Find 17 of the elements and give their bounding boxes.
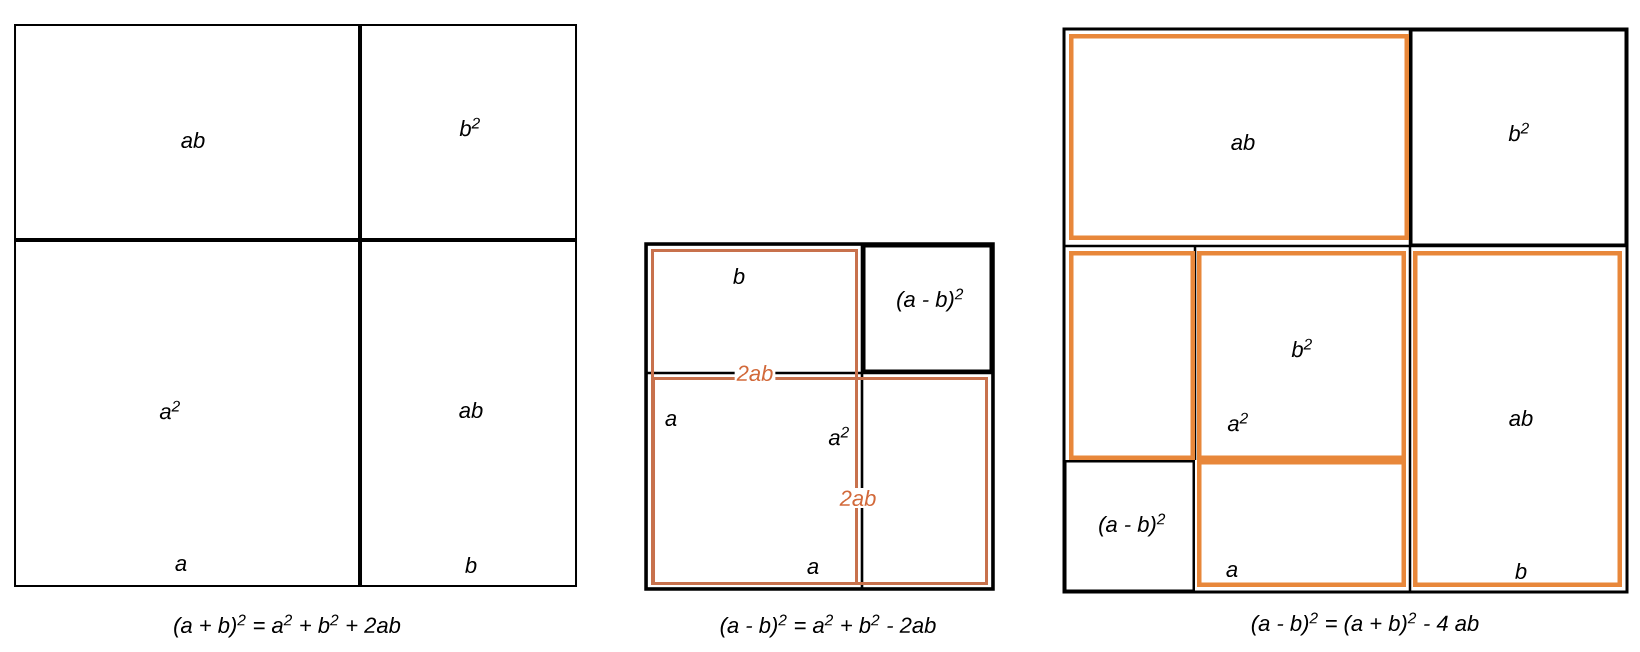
area-cell: ab b (360, 240, 577, 587)
highlight-rectangle: ab (1069, 34, 1409, 240)
area-cell: (a - b)$^{2}$ (1064, 460, 1195, 592)
highlight-rectangle: b$^{2}$ a$^{2}$ (1197, 251, 1406, 460)
highlight-rectangle (1069, 251, 1195, 460)
highlight-rectangle: a (1197, 460, 1406, 587)
formula-caption: (a - b)$^{2}$ = (a + b)$^{2}$ - 4 ab (1251, 612, 1479, 636)
area-label: 2ab (734, 362, 776, 384)
area-cell: b$^{2}$ (1410, 29, 1627, 246)
area-cell: (a - b)$^{2}$ (862, 244, 993, 373)
highlight-rectangle: ab b (1413, 251, 1622, 587)
formula-caption: (a - b)$^{2}$ = a$^{2}$ + b$^{2}$ - 2ab (720, 614, 936, 638)
area-cell: ab (14, 24, 360, 240)
formula-caption: (a + b)$^{2}$ = a$^{2}$ + b$^{2}$ + 2ab (174, 614, 401, 638)
area-cell: a$^{2}$ a (14, 240, 360, 587)
area-label: 2ab (837, 487, 879, 509)
area-cell: b$^{2}$ (360, 24, 577, 240)
